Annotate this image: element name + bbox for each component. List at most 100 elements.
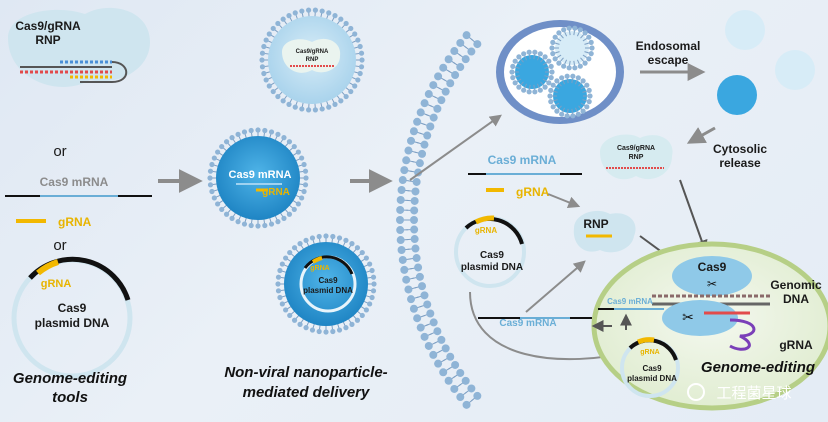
lipid-head [326,104,332,110]
released-np-2 [775,50,815,90]
lipid-head [281,135,287,141]
membrane-lipid-head [407,136,416,145]
lipid-head [275,93,281,100]
lipid-head [235,219,241,225]
lipid-head [312,107,319,113]
membrane-lipid-head [416,108,425,117]
nucleus: Cas9 ✂ ✂ Genomic DNA gRNA Cas9 mRNA gRNA… [591,241,828,411]
lipid-head [303,175,309,181]
lipid-head [521,87,527,93]
membrane-lipid-head [400,166,409,175]
lipid-head [349,241,355,247]
lipid-head [537,87,543,93]
membrane-lipid-head [415,272,424,281]
lipid-head [566,65,572,71]
lipid-head [305,107,312,113]
lipid-head [223,211,230,217]
plasmid-left [11,256,133,379]
grna-mid-label: gRNA [516,185,550,199]
membrane-lipid-head [411,244,420,253]
lipid-head [355,37,361,43]
lipid-head [572,25,578,31]
endosomal-escape-line2: escape [648,53,689,67]
lipid-head [266,31,272,37]
cas9-mrna-mid-label: Cas9 mRNA [488,153,557,167]
lipid-head [510,75,516,81]
lipid-head [262,127,268,134]
lipid-head [552,34,558,40]
lipid-head [241,129,248,135]
lipid-head [277,267,283,274]
membrane-lipid-head [434,359,443,368]
lipid-head [559,75,565,81]
lipid-head [241,221,248,227]
lipid-head [235,131,241,137]
lipid-head [248,127,254,134]
lipid-head [532,49,538,55]
lipid-head [261,70,267,77]
nucleus-plasmid-grna: gRNA [640,349,659,356]
lipid-head [542,84,548,90]
lipid-head [516,84,522,90]
plasmid-mid-line1: Cas9 [480,250,504,261]
lipid-head [219,143,225,150]
lipid-head [367,261,373,267]
lipid-head [348,88,354,95]
genomic-dna-line2: DNA [783,292,809,306]
grna-nucleus-label: gRNA [779,338,813,352]
membrane-lipid-head [433,104,442,113]
lipid-head [570,73,576,79]
membrane-lipid-head [414,263,423,272]
lipid-head [564,73,570,79]
lipid-head [554,108,560,114]
lipid-head [323,233,329,239]
cas9-protein-lower [662,300,738,336]
membrane-lipid-head [461,55,470,64]
lipid-shell [547,73,593,119]
lipid-head [355,77,361,83]
membrane-lipid-head [423,131,432,140]
lipid-head [584,82,590,88]
lipid-head [277,294,283,301]
arrow-mrna-to-rnp [525,260,586,313]
lipid-head [303,237,309,243]
membrane-lipid-head [451,360,460,369]
lipid-head [309,235,316,241]
lipid-head [338,16,344,22]
lipid-head [275,219,281,225]
membrane-lipid-head [411,187,420,196]
lipid-head [297,321,303,327]
cas9-mrna-nucleus-label: Cas9 mRNA [607,297,653,306]
lipid-head [209,188,215,195]
lipid-head [286,139,293,145]
membrane-lipid-head [426,309,435,318]
membrane-lipid-head [433,327,442,336]
lipid-head [211,155,217,161]
lipid-head [266,83,272,89]
membrane-lipid-head [410,196,419,205]
lipid-head [343,20,349,27]
lipid-head [556,30,562,36]
lipid-head [336,235,343,241]
plasmid-left-grna: gRNA [41,278,72,290]
lipid-head [546,58,552,64]
lipid-head [292,104,298,110]
lipid-head [548,75,554,81]
lipid-head [323,329,329,335]
np-rnp-line1: Cas9/gRNA [296,49,329,55]
lipid-head [229,215,235,221]
cas9-mrna-lower-label: Cas9 mRNA [499,318,556,329]
lipid-head [301,161,307,168]
lipid-head [550,39,556,45]
np-plasmid-line1: Cas9 [318,276,338,285]
lipid-head [575,75,581,81]
lipid-head [580,108,586,114]
tools-title-line2: tools [52,389,88,406]
lipid-head [358,64,365,70]
membrane-lipid-head [398,176,407,185]
lipid-head [586,87,592,93]
lipid-head [548,99,554,105]
lipid-head [584,104,590,110]
lipid-head [207,168,214,174]
grna-hairpin-left [20,60,128,83]
